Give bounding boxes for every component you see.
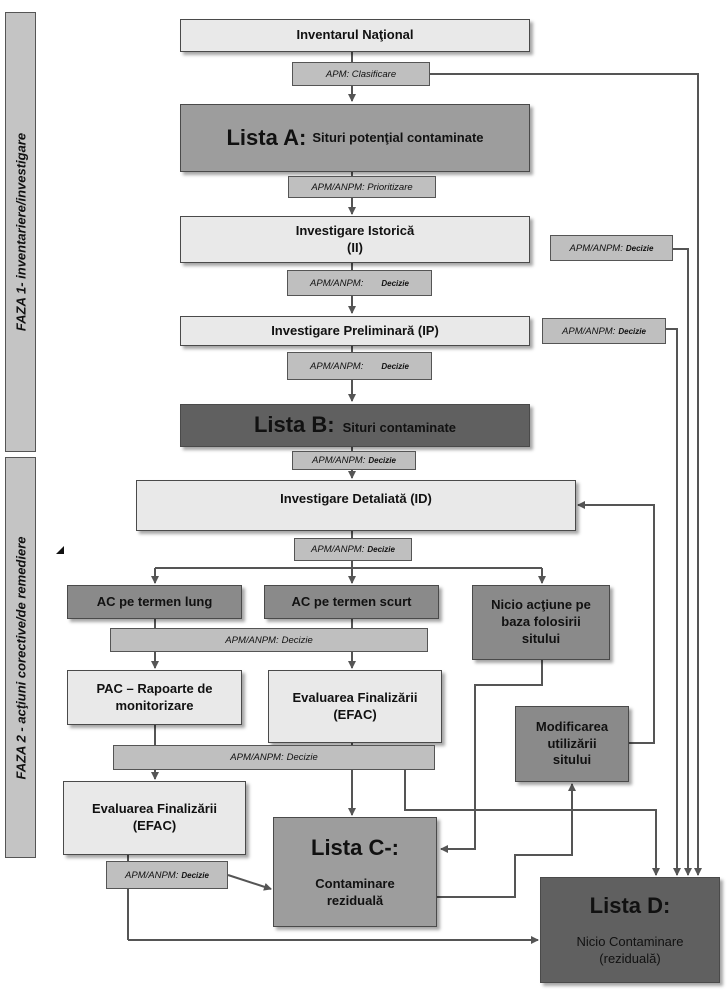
- decision-after-efac: APM/ANPM:Decizie: [106, 861, 228, 889]
- phase-2-label: FAZA 2 - acţiuni corective/de remediere: [13, 536, 28, 779]
- decision-after-ac: APM/ANPM:Decizie: [110, 628, 428, 652]
- lista-d-title: Lista D:: [589, 892, 671, 918]
- lista-d-box: Lista D: Nicio Contaminare (reziduală): [540, 877, 720, 983]
- nicio-actiune-box: Nicio acţiune pe baza folosirii sitului: [472, 585, 610, 660]
- lista-a-title: Lista A:: [226, 124, 307, 150]
- decision-clasificare: APM: Clasificare: [292, 62, 430, 86]
- ac-termen-scurt-label: AC pe termen scurt: [291, 593, 412, 609]
- investigare-istorica-code: (II): [347, 239, 363, 255]
- ac-termen-lung-box: AC pe termen lung: [67, 585, 242, 619]
- phase-1-bar: FAZA 1- inventariere/investigare: [5, 12, 36, 452]
- inventar-national-label: Inventarul Naţional: [296, 27, 414, 43]
- lista-c-box: Lista C-: Contaminare reziduală: [273, 817, 437, 927]
- evaluarea-finalizarii-box-2: Evaluarea Finalizării (EFAC): [63, 781, 246, 855]
- decision-prioritizare: APM/ANPM: Prioritizare: [288, 176, 436, 198]
- triangle-marker-icon: [56, 546, 64, 554]
- investigare-preliminara-box: Investigare Preliminară (IP): [180, 316, 530, 346]
- modificarea-utilizarii-box: Modificarea utilizării sitului: [515, 706, 629, 782]
- lista-a-box: Lista A: Situri potenţial contaminate: [180, 104, 530, 172]
- lista-a-subtitle: Situri potenţial contaminate: [312, 129, 484, 145]
- decision-after-ip: APM/ANPM:Decizie: [287, 352, 432, 380]
- decision-after-id: APM/ANPM:Decizie: [294, 538, 412, 561]
- phase-2-bar: FAZA 2 - acţiuni corective/de remediere: [5, 457, 36, 858]
- phase-1-label: FAZA 1- inventariere/investigare: [13, 132, 28, 332]
- lista-b-subtitle: Situri contaminate: [342, 420, 457, 436]
- investigare-detaliata-label: Investigare Detaliată (ID): [280, 491, 432, 506]
- investigare-detaliata-box: Investigare Detaliată (ID): [136, 480, 576, 531]
- decision-ist-right: APM/ANPM:Decizie: [550, 235, 673, 261]
- decision-after-lista-b: APM/ANPM:Decizie: [292, 451, 416, 470]
- decision-ip-right: APM/ANPM:Decizie: [542, 318, 666, 344]
- ac-termen-scurt-box: AC pe termen scurt: [264, 585, 439, 619]
- ac-termen-lung-label: AC pe termen lung: [96, 593, 213, 609]
- investigare-preliminara-label: Investigare Preliminară (IP): [271, 322, 439, 338]
- evaluarea-finalizarii-box-1: Evaluarea Finalizării (EFAC): [268, 670, 442, 743]
- inventar-national-box: Inventarul Naţional: [180, 19, 530, 52]
- lista-c-title: Lista C-:: [311, 834, 399, 860]
- decision-after-ist: APM/ANPM:Decizie: [287, 270, 432, 296]
- decision-after-pac: APM/ANPM:Decizie: [113, 745, 435, 770]
- investigare-istorica-label: Investigare Istorică: [295, 222, 415, 238]
- lista-b-box: Lista B: Situri contaminate: [180, 404, 530, 447]
- lista-b-title: Lista B:: [253, 412, 335, 438]
- pac-rapoarte-box: PAC – Rapoarte de monitorizare: [67, 670, 242, 725]
- investigare-istorica-box: Investigare Istorică (II): [180, 216, 530, 263]
